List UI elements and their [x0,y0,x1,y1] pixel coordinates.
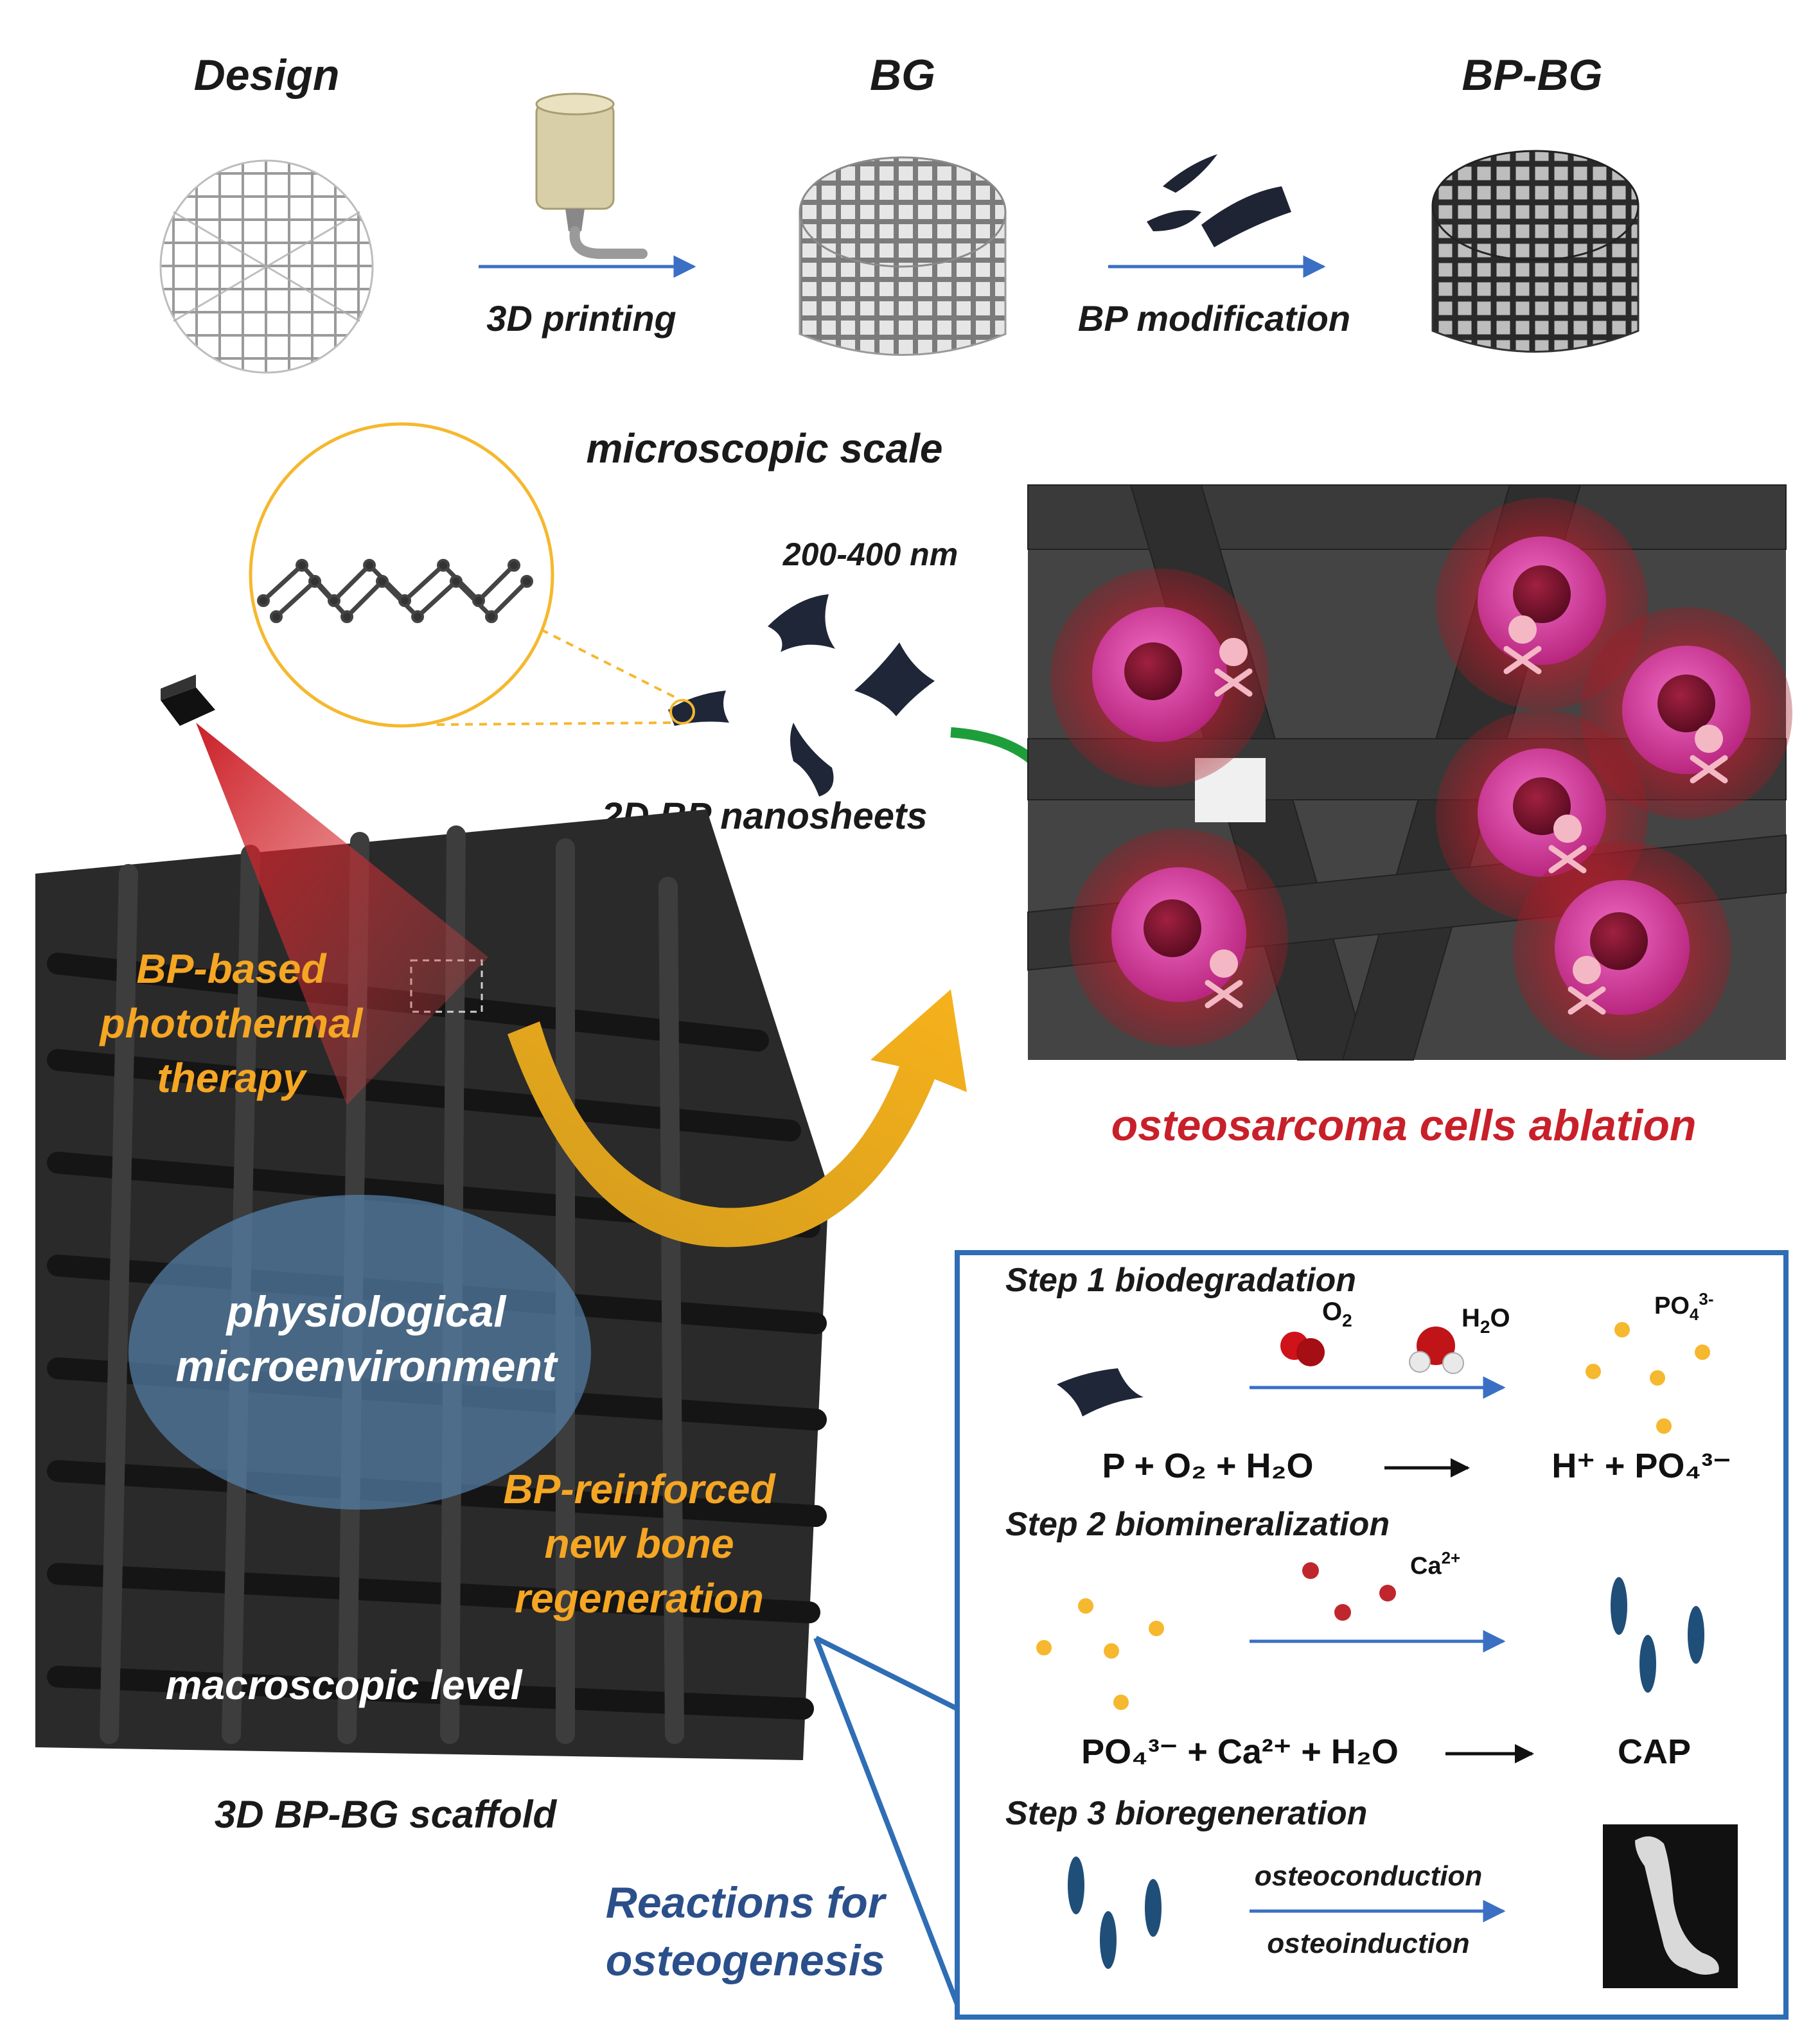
ca-label-ca: Ca [1410,1553,1442,1580]
osteoconduction-label: osteoconduction [1255,1860,1482,1892]
o2-label: O2 [1322,1298,1352,1330]
h2o-label-sub: 2 [1480,1317,1490,1337]
reaction-connector [815,1636,959,1711]
modification-label: BP modification [1078,298,1350,339]
skull-icon [1214,638,1253,697]
step1-label: Step 1 biodegradation [1005,1262,1356,1299]
laser-source-icon [161,675,215,726]
ca-label-sup: 2+ [1442,1548,1461,1567]
size-label: 200-400 nm [782,536,958,572]
bp-flake-icon [1057,1368,1144,1416]
microenvironment-ellipse [128,1195,591,1510]
ptt-label-line2: photothermal [99,1000,364,1046]
reaction-connector-lower [813,1637,960,2006]
reactions-title-line1: Reactions for [606,1878,887,1927]
microscopic-scale-label: microscopic scale [587,425,943,472]
cap-crystals-step3-icon [1068,1856,1162,1969]
ptt-label-line1: BP-based [136,946,327,992]
skull-icon [1690,725,1728,784]
bp-atomic-structure-zoom [249,422,675,728]
reactions-title-line2: osteogenesis [606,1936,885,1985]
h2o-label: H2O [1462,1304,1510,1337]
ablation-label: osteosarcoma cells ablation [1111,1101,1697,1150]
env-label-line2: microenvironment [175,1342,558,1391]
eq2-left: PO₄³⁻ + Ca²⁺ + H₂O [1081,1733,1399,1771]
skull-icon [1548,815,1587,874]
printing-label: 3D printing [486,298,676,339]
bp-flakes-icon [1147,154,1291,247]
eq1-left: P + O₂ + H₂O [1102,1447,1313,1485]
bpbg-scaffold-illustration [1431,150,1639,353]
po4-label-sup: 3- [1699,1289,1713,1309]
regen-label-line3: regeneration [515,1575,764,1621]
h2o-label-h: H [1462,1304,1480,1332]
skull-icon [1503,615,1542,675]
femur-bone-image [1603,1824,1738,1988]
skull-icon [1568,956,1606,1015]
calcium-ions [1302,1562,1396,1621]
cancer-cell [1070,829,1288,1047]
osteoinduction-label: osteoinduction [1267,1928,1469,1959]
eq1-right: H⁺ + PO₄³⁻ [1551,1447,1731,1485]
laser-beam [196,723,488,1105]
phosphate-ions-step1 [1586,1322,1710,1434]
ptt-label-line3: therapy [157,1055,308,1101]
o2-molecule-icon [1280,1332,1325,1366]
eq2-right: CAP [1618,1733,1691,1771]
bg-title: BG [870,51,935,100]
skull-icon [1205,949,1243,1009]
scaffold-label: 3D BP-BG scaffold [215,1793,558,1836]
step3-label: Step 3 bioregeneration [1005,1795,1367,1832]
cancer-cell [1513,842,1731,1060]
ca-label: Ca2+ [1410,1548,1460,1580]
h2o-molecule-icon [1409,1327,1464,1374]
macroscopic-level-label: macroscopic level [166,1662,523,1708]
cap-crystals-icon [1611,1577,1704,1693]
cancer-cell [1050,569,1269,787]
cell-ablation-panel [1027,484,1792,1061]
bg-scaffold-illustration [799,156,1007,356]
o2-label-o: O [1322,1298,1342,1326]
photothermal-arrow [508,989,967,1248]
regen-label-line2: new bone [544,1521,734,1567]
design-title: Design [194,51,340,100]
printer-nozzle-icon [535,93,648,259]
step2-label: Step 2 biomineralization [1005,1506,1390,1543]
po4-label-sub: 4 [1690,1305,1699,1324]
po4-label-po: PO [1654,1292,1690,1319]
regen-label-line1: BP-reinforced [503,1466,776,1512]
design-lattice-illustration [159,159,374,374]
bp-nanosheets-illustration [668,594,935,797]
phosphate-ions-step2 [1036,1598,1164,1710]
po4-label: PO43- [1654,1289,1714,1324]
o2-label-sub: 2 [1342,1310,1352,1330]
env-label-line1: physiological [225,1287,508,1336]
bpbg-title: BP-BG [1462,51,1602,100]
h2o-label-o: O [1490,1304,1510,1332]
